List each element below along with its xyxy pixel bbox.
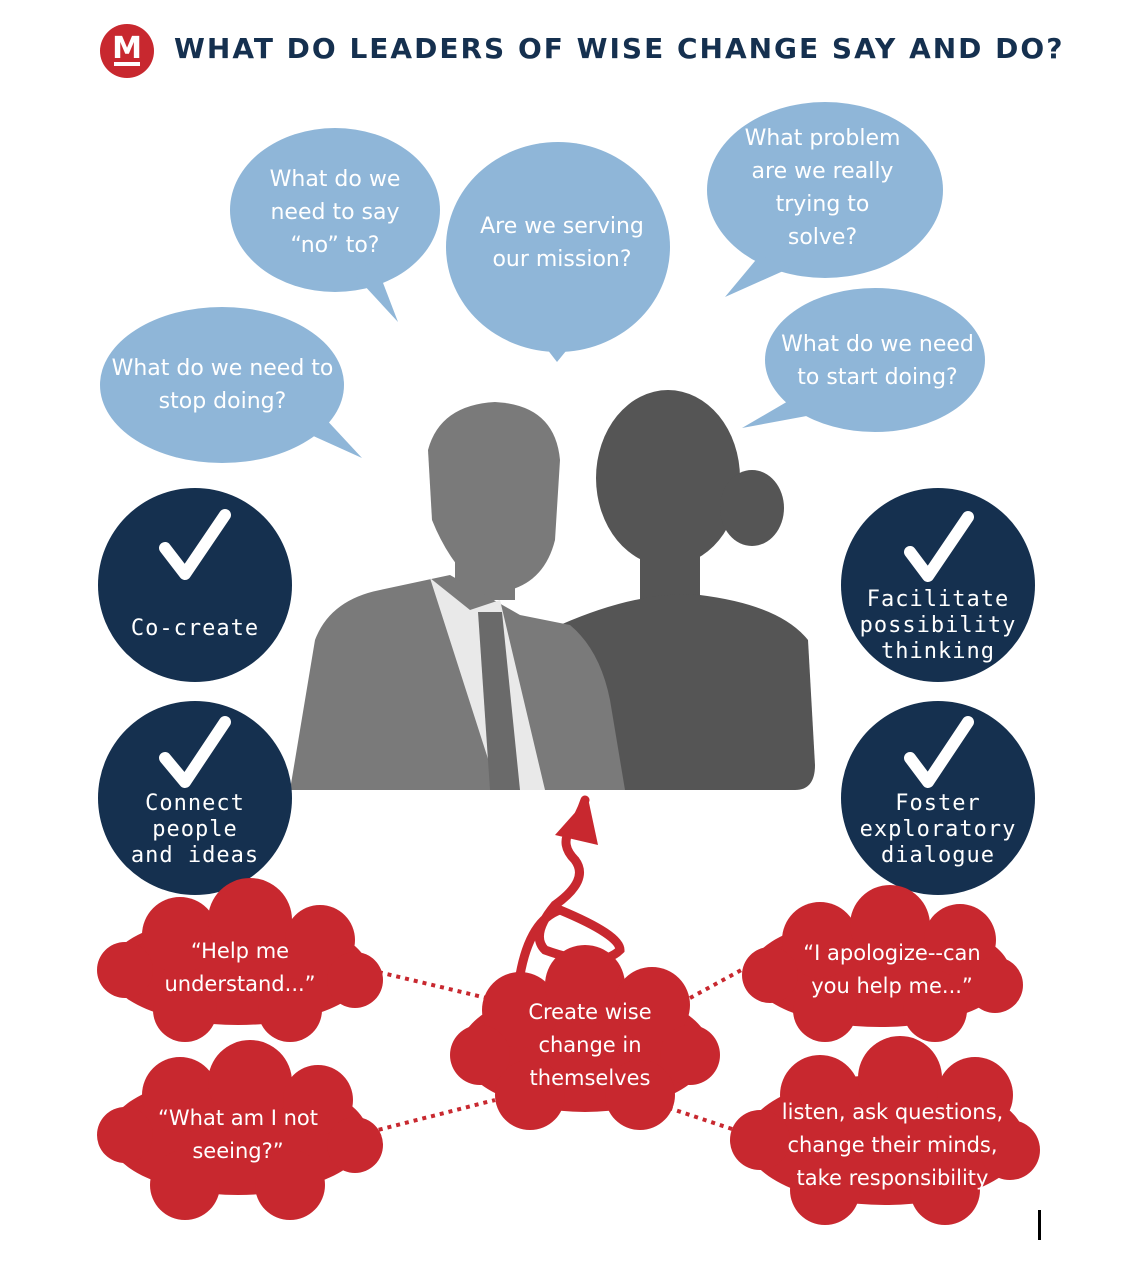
cloud-line: “I apologize--can	[803, 941, 981, 965]
cloud-line: change their minds,	[787, 1133, 998, 1157]
action-label-facilitate: Facilitate possibility thinking	[848, 587, 1028, 665]
speech-text-mission: Are we serving our mission?	[462, 210, 662, 276]
action-line: Co-create	[130, 616, 260, 641]
cloud-line: “What am I not	[158, 1106, 318, 1130]
speech-line: our mission?	[492, 247, 632, 272]
cloud-center	[450, 945, 720, 1130]
cloud-line: take responsibility	[796, 1166, 989, 1190]
action-line: dialogue	[881, 843, 995, 868]
cloud-line: themselves	[529, 1066, 651, 1090]
speech-bubble-problem	[707, 102, 943, 297]
action-line: exploratory	[859, 817, 1017, 842]
checkmark-icon	[904, 511, 974, 582]
checkmark-icon	[159, 509, 231, 580]
action-line: Connect	[145, 791, 245, 816]
speech-text-stop: What do we need to stop doing?	[105, 352, 340, 418]
speech-line: What do we	[269, 167, 401, 192]
action-label-co-create: Co-create	[105, 616, 285, 642]
speech-line: stop doing?	[158, 389, 287, 414]
text-cursor	[1038, 1210, 1041, 1240]
spiral-arrow-icon	[515, 795, 625, 980]
cloud-line: “Help me	[190, 939, 290, 963]
cloud-line: listen, ask questions,	[781, 1100, 1004, 1124]
page-title: WHAT DO LEADERS OF WISE CHANGE SAY AND D…	[174, 32, 1065, 65]
header: M WHAT DO LEADERS OF WISE CHANGE SAY AND…	[0, 0, 1132, 100]
cloud-text-not-seeing: “What am I not seeing?”	[128, 1102, 348, 1168]
action-line: Facilitate	[866, 587, 1010, 612]
speech-line: trying to	[775, 192, 870, 217]
speech-text-start: What do we need to start doing?	[775, 328, 980, 394]
speech-line: are we really	[751, 159, 894, 184]
action-circle-co-create	[98, 488, 292, 682]
speech-line: to start doing?	[797, 365, 958, 390]
cloud-line: Create wise	[528, 1000, 652, 1024]
speech-line: need to say	[270, 200, 400, 225]
man-silhouette	[290, 402, 625, 790]
cloud-line: change in	[538, 1033, 642, 1057]
cloud-help	[97, 878, 383, 1042]
cloud-line: understand...”	[164, 972, 316, 996]
logo-underline	[114, 62, 140, 66]
speech-line: solve?	[787, 225, 858, 250]
people-silhouette-icon	[290, 390, 815, 790]
tie-detail	[478, 612, 520, 790]
speech-text-problem: What problem are we really trying to sol…	[725, 122, 920, 254]
action-line: and ideas	[130, 843, 260, 868]
action-label-foster: Foster exploratory dialogue	[848, 791, 1028, 869]
speech-line: What do we need to	[111, 356, 334, 381]
action-line: people	[152, 817, 238, 842]
cloud-listen	[730, 1036, 1040, 1225]
cloud-not-seeing	[97, 1040, 383, 1220]
logo: M	[100, 24, 154, 78]
speech-line: “no” to?	[290, 233, 380, 258]
speech-bubble-mission	[446, 142, 670, 362]
action-circle-connect	[98, 701, 292, 895]
action-line: Foster	[895, 791, 981, 816]
cloud-line: you help me...”	[811, 974, 973, 998]
speech-text-say-no: What do we need to say “no” to?	[250, 163, 420, 262]
checkmark-icon	[159, 716, 231, 788]
logo-letter: M	[112, 31, 142, 66]
cloud-apologize	[742, 885, 1023, 1042]
speech-line: What do we need	[781, 332, 974, 357]
action-label-connect: Connect people and ideas	[105, 791, 285, 869]
cloud-text-center: Create wise change in themselves	[490, 996, 690, 1095]
cloud-text-help: “Help me understand...”	[135, 935, 345, 1001]
speech-bubble-start	[742, 288, 985, 432]
speech-bubble-say-no	[230, 128, 440, 322]
speech-line: What problem	[744, 126, 901, 151]
action-circle-facilitate	[841, 488, 1035, 682]
woman-silhouette	[555, 390, 815, 790]
cloud-line: seeing?”	[192, 1139, 284, 1163]
cloud-text-apologize: “I apologize--can you help me...”	[772, 937, 1012, 1003]
speech-line: Are we serving	[480, 214, 644, 239]
speech-bubble-stop	[100, 307, 362, 463]
checkmark-icon	[904, 716, 974, 788]
dotted-connectors	[369, 966, 746, 1134]
cloud-text-listen: listen, ask questions, change their mind…	[760, 1096, 1025, 1195]
action-line: thinking	[881, 639, 995, 664]
action-circle-foster	[841, 701, 1035, 895]
action-line: possibility	[859, 613, 1017, 638]
